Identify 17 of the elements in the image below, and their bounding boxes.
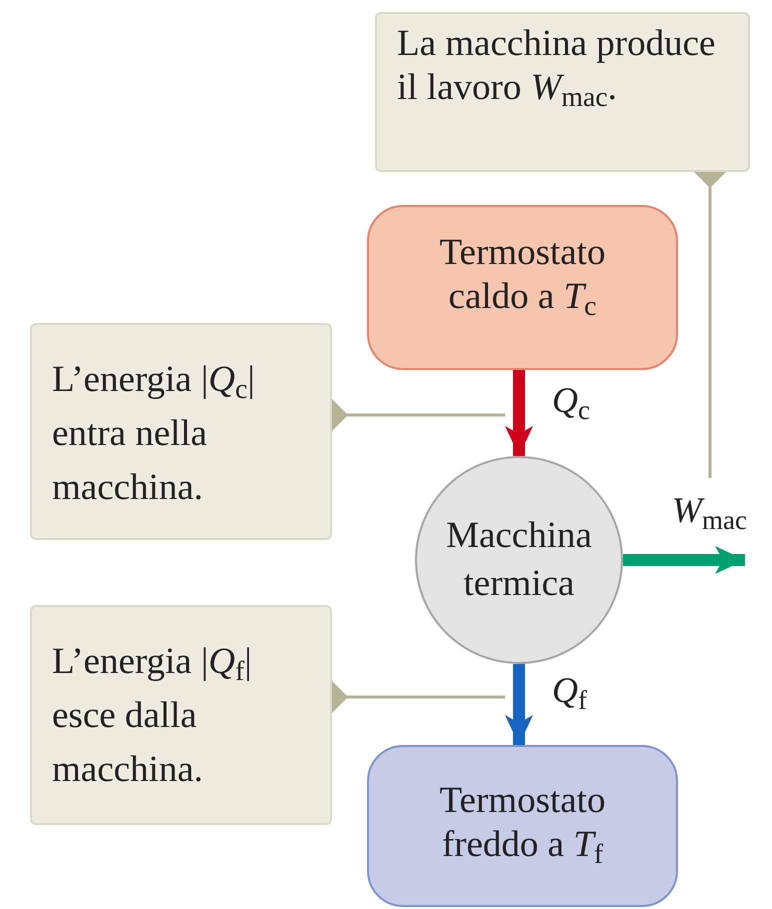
callout-box (375, 12, 750, 172)
node-text: Termostato freddo a T$_{f}$ (438, 779, 606, 867)
arrow (623, 546, 745, 574)
leader-line (694, 172, 726, 478)
arrow (505, 370, 533, 456)
node-text: Termostato caldo a T$_{c}$ (438, 231, 606, 319)
leader-line (332, 681, 505, 713)
callout-box (30, 323, 332, 540)
callout-box (30, 605, 332, 825)
arrow (505, 664, 533, 745)
node-text: L’energia |Q$_{c}$| entra nella macchina. (51, 358, 256, 510)
node-text: Macchina termica (445, 514, 593, 606)
node-text: La macchina produce il lavoro W$_{mac}$. (396, 22, 716, 110)
cold-reservoir-box (367, 745, 678, 907)
leader-line (332, 399, 505, 431)
hot-reservoir-box (367, 205, 678, 370)
node-text: L’energia |Q$_{f}$| esce dalla macchina. (51, 640, 253, 792)
